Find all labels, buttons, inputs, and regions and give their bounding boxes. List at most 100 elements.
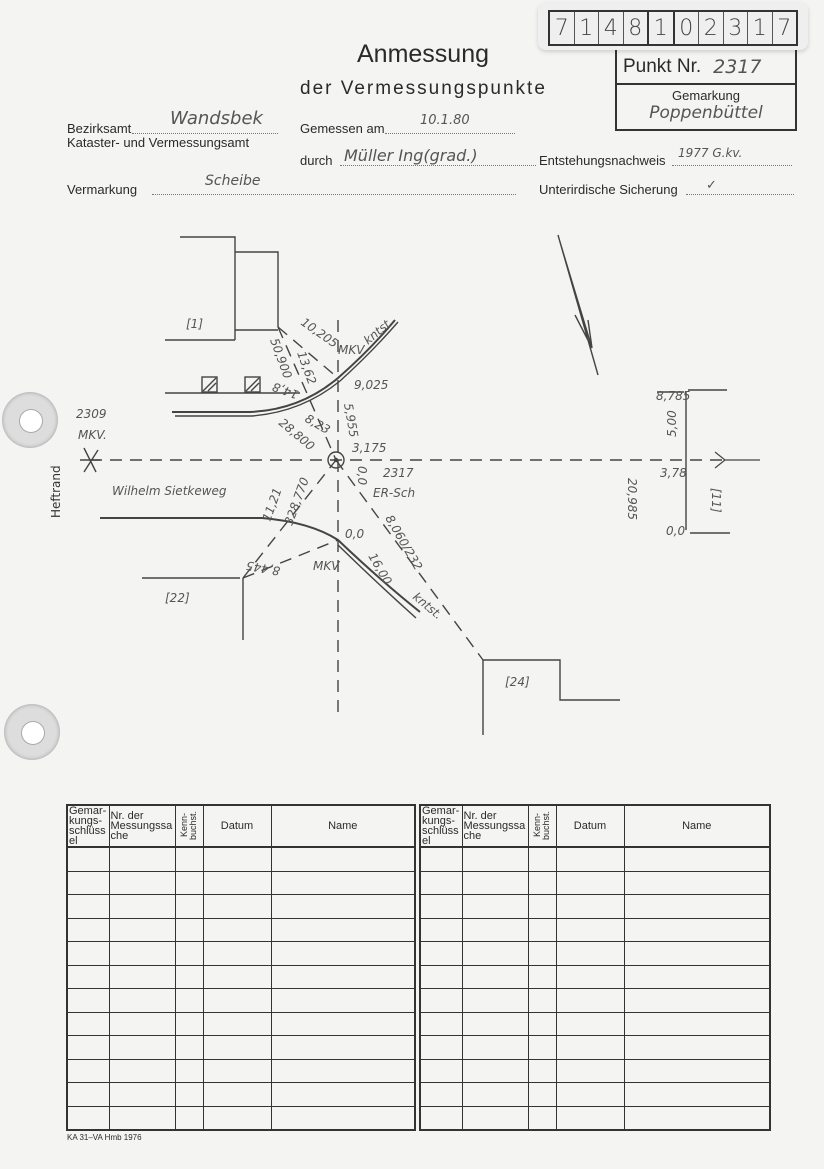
col-kennbuchst: Kenn-buchst. <box>179 809 198 840</box>
table-cell <box>623 917 771 942</box>
table-cell <box>527 917 557 942</box>
table-cell <box>270 846 416 872</box>
table-cell <box>174 1105 204 1131</box>
building-label-24: [24] <box>505 675 530 689</box>
north-arrow <box>557 234 599 376</box>
table-cell <box>527 846 557 872</box>
table-cell <box>270 941 416 966</box>
table-row <box>419 1105 771 1131</box>
table-row <box>419 846 771 872</box>
survey-point-marker <box>327 451 345 469</box>
table-row <box>419 964 771 989</box>
table-cell <box>174 894 204 919</box>
table-row <box>66 917 416 942</box>
table-cell <box>202 941 272 966</box>
table-cell <box>419 1105 463 1131</box>
col-gemarkungsschluessel: Gemar-kungs-schlüssel <box>419 804 463 848</box>
table-row <box>419 1011 771 1036</box>
register-table-left: Gemar-kungs-schlüssel Nr. der Messungssa… <box>66 804 416 1131</box>
point-id-cells: 7 1 4 8 1 0 2 3 1 7 <box>548 10 798 46</box>
punkt-label: Punkt Nr. <box>623 55 702 77</box>
table-cell <box>527 1082 557 1107</box>
measurement: 14,8 <box>270 379 300 401</box>
table-cell <box>555 1082 625 1107</box>
table-cell <box>66 1058 110 1083</box>
col-messungssache: Nr. der Messungssache <box>108 804 176 848</box>
table-cell <box>419 941 463 966</box>
table-cell <box>108 941 176 966</box>
building-22-outline <box>142 577 244 640</box>
table-cell <box>623 941 771 966</box>
table-cell <box>270 917 416 942</box>
table-cell <box>461 846 529 872</box>
measurement: 0,0 <box>355 466 369 485</box>
measurement: 8,445 <box>245 558 281 578</box>
vermarkung-label: Vermarkung <box>67 182 138 197</box>
col-name: Name <box>623 804 771 848</box>
table-cell <box>66 1082 110 1107</box>
id-digit: 7 <box>550 12 575 44</box>
table-cell <box>419 846 463 872</box>
table-row <box>419 917 771 942</box>
table-cell <box>270 1011 416 1036</box>
table-cell <box>555 964 625 989</box>
table-cell <box>108 1082 176 1107</box>
unterirdisch-label: Unterirdische Sicherung <box>539 182 678 197</box>
table-cell <box>174 1082 204 1107</box>
table-cell <box>174 1011 204 1036</box>
table-cell <box>270 1058 416 1083</box>
measurement: 9,025 <box>354 378 388 392</box>
id-digit: 8 <box>624 12 649 44</box>
table-row <box>66 964 416 989</box>
vermarkung-value: Scheibe <box>205 173 261 189</box>
table-cell <box>66 1011 110 1036</box>
col-datum: Datum <box>555 804 625 848</box>
table-cell <box>174 917 204 942</box>
building-11-outline <box>657 389 730 534</box>
table-cell <box>419 917 463 942</box>
table-cell <box>555 894 625 919</box>
table-cell <box>623 1082 771 1107</box>
table-row <box>419 1082 771 1107</box>
measurement: 0,0 <box>345 527 364 541</box>
gemessen-value: 10.1.80 <box>420 113 470 128</box>
table-row <box>66 988 416 1013</box>
table-cell <box>202 1082 272 1107</box>
table-cell <box>66 988 110 1013</box>
table-cell <box>174 846 204 872</box>
table-cell <box>555 988 625 1013</box>
table-cell <box>66 894 110 919</box>
measurement: 0,0 <box>666 524 685 538</box>
table-cell <box>527 1011 557 1036</box>
table-cell <box>461 941 529 966</box>
table-row <box>419 1035 771 1060</box>
table-cell <box>461 1058 529 1083</box>
table-cell <box>270 1105 416 1131</box>
table-cell <box>66 964 110 989</box>
id-digit: 7 <box>777 15 792 41</box>
heftrand-label: Heftrand <box>49 465 63 518</box>
table-cell <box>623 870 771 895</box>
table-cell <box>108 917 176 942</box>
table-cell <box>461 1011 529 1036</box>
gemarkung-value: Poppenbüttel <box>649 103 763 123</box>
table-cell <box>419 1035 463 1060</box>
page-title: Anmessung <box>356 40 490 68</box>
table-cell <box>202 846 272 872</box>
entstehung-value: 1977 G.kv. <box>678 146 743 160</box>
id-digit: 3 <box>724 12 748 44</box>
building-label-1: [1] <box>186 317 203 331</box>
table-cell <box>419 964 463 989</box>
table-row <box>66 894 416 919</box>
table-cell <box>623 1058 771 1083</box>
table-cell <box>419 894 463 919</box>
table-cell <box>461 894 529 919</box>
table-cell <box>623 1011 771 1036</box>
mkv-label: MKV <box>313 559 340 573</box>
table-cell <box>555 1105 625 1131</box>
table-row <box>66 941 416 966</box>
form-code: KA 31–VA Hmb 1976 <box>67 1133 142 1142</box>
mkv-label: MKV. <box>78 428 107 442</box>
table-cell <box>555 1011 625 1036</box>
